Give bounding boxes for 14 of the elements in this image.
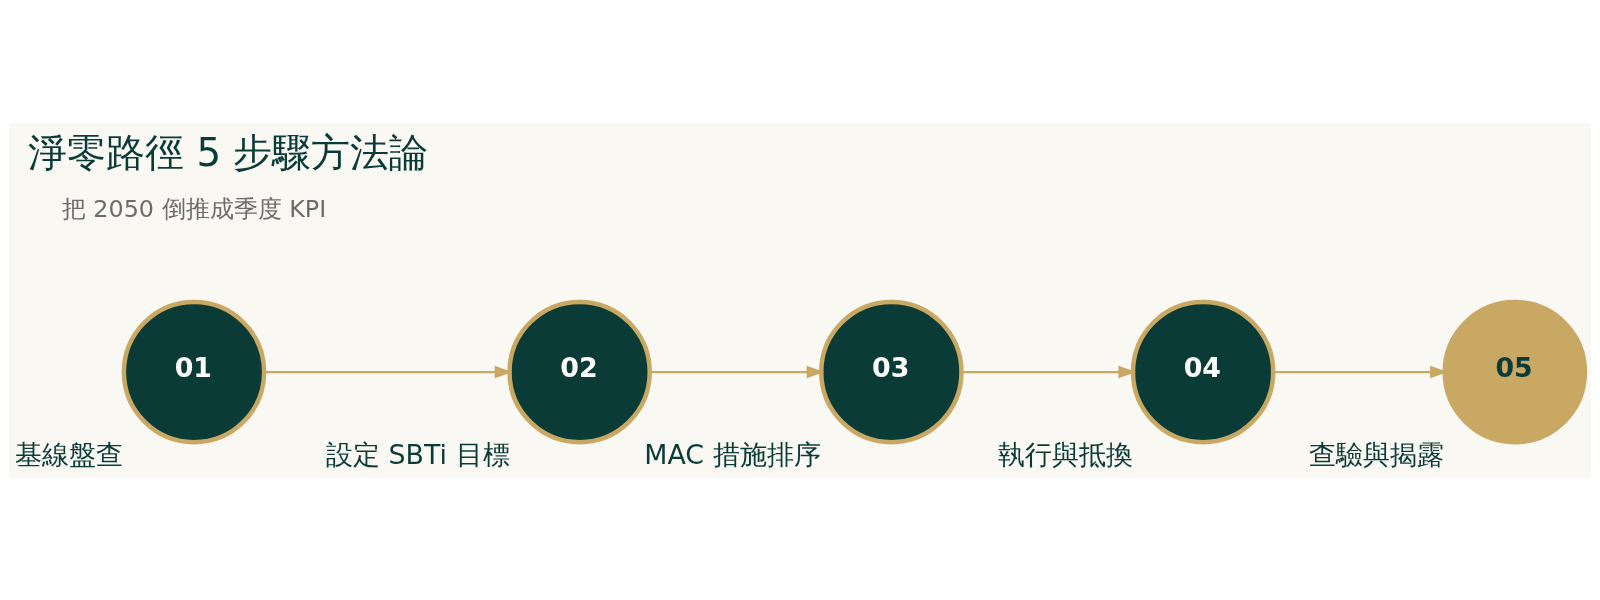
diagram-title: 淨零路徑 5 步驟方法論 [28,129,429,175]
node-circle: 02 [507,299,652,444]
node-circle: 01 [121,299,267,444]
node-label: 設定 SBTi 目標 [326,438,510,470]
arrow [264,365,513,378]
node-label: 查驗與揭露 [1309,438,1445,470]
node-label: 執行與抵換 [997,438,1133,470]
node-circle: 03 [819,299,964,444]
arrow [650,365,825,378]
node-circle: 05 [1442,299,1588,444]
label: 把 2050 倒推成季度 KPI [61,194,327,223]
node-label: 基線盤查 [15,438,124,470]
node-circle: 04 [1130,299,1276,444]
arrow [961,365,1137,378]
